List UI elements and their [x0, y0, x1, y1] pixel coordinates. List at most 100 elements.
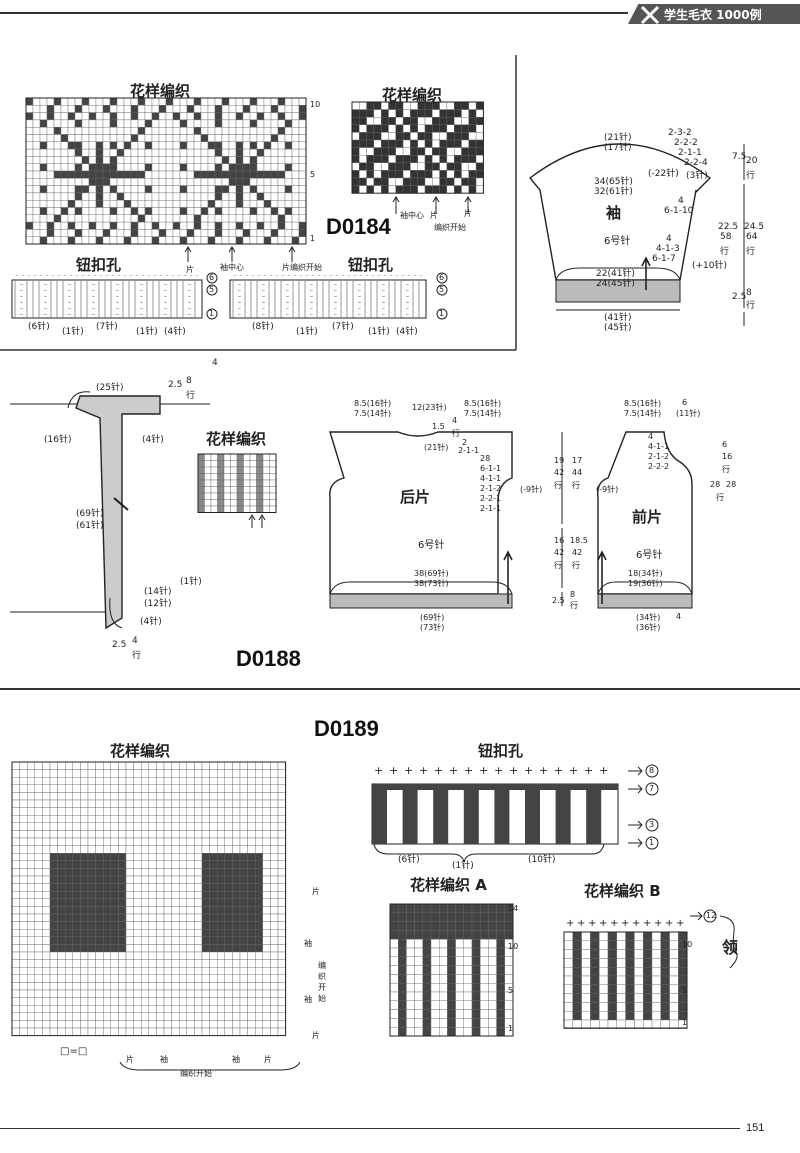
sleeve-upper-1: 32(61针): [594, 187, 633, 197]
svg-text:|: |: [104, 299, 106, 306]
svg-text:·: ·: [366, 272, 368, 280]
svg-text:|: |: [134, 287, 136, 294]
svg-text:|: |: [316, 281, 318, 288]
svg-text:|: |: [26, 311, 28, 318]
svg-text:–: –: [188, 293, 191, 300]
svg-text:+: +: [643, 918, 651, 929]
patternB-marker: [690, 909, 738, 969]
svg-text:|: |: [176, 293, 178, 300]
bh-marker-6-r: 6: [439, 273, 445, 282]
svg-text:–: –: [140, 299, 143, 306]
svg-text:·: ·: [354, 272, 356, 280]
svg-text:·: ·: [82, 272, 84, 280]
sleeve-dim-7: 64: [746, 232, 758, 242]
svg-text:–: –: [238, 293, 241, 300]
svg-text:|: |: [32, 299, 34, 306]
svg-text:–: –: [262, 311, 265, 318]
svg-text:–: –: [164, 287, 167, 294]
svg-text:–: –: [262, 293, 265, 300]
svg-text:–: –: [68, 305, 71, 312]
bh-left-count-1: (1针): [62, 327, 84, 337]
svg-text:–: –: [358, 305, 361, 312]
pattern-side-2: 编织开始: [318, 961, 326, 1003]
svg-text:|: |: [176, 311, 178, 318]
svg-text:|: |: [232, 299, 234, 306]
svg-text:|: |: [194, 293, 196, 300]
d0189-bh-bracket: [373, 843, 605, 863]
svg-text:·: ·: [402, 272, 404, 280]
front-lower-0: 18(34针): [628, 569, 663, 578]
back-dim-1: 42: [554, 468, 565, 477]
d0189-code: D0189: [314, 716, 379, 741]
svg-text:|: |: [122, 305, 124, 312]
svg-text:|: |: [280, 293, 282, 300]
pattern-bottom-1: 袖: [160, 1055, 168, 1064]
svg-text:|: |: [38, 299, 40, 306]
svg-text:+: +: [494, 764, 503, 777]
back-dim-12: 2.5: [552, 596, 565, 605]
svg-text:|: |: [400, 281, 402, 288]
svg-text:|: |: [32, 287, 34, 294]
pattern-bottom-3: 片: [264, 1055, 272, 1064]
chart2-label-pian2: 片: [464, 209, 472, 218]
svg-text:|: |: [86, 299, 88, 306]
pattern-side-0: 片: [312, 887, 320, 896]
svg-text:|: |: [56, 311, 58, 318]
svg-text:·: ·: [360, 272, 362, 280]
svg-text:–: –: [68, 287, 71, 294]
front-shoulder-1: 7.5(14针): [624, 409, 662, 418]
page-mark-4: 4: [212, 358, 218, 368]
svg-text:|: |: [146, 287, 148, 294]
svg-text:|: |: [298, 293, 300, 300]
svg-text:–: –: [310, 305, 313, 312]
svg-text:|: |: [352, 281, 354, 288]
svg-text:|: |: [370, 281, 372, 288]
front-neck-0: 4: [648, 432, 654, 441]
svg-text:|: |: [176, 299, 178, 306]
svg-text:–: –: [358, 293, 361, 300]
svg-text:|: |: [146, 293, 148, 300]
svg-text:|: |: [86, 293, 88, 300]
back-dim-3: 17: [572, 456, 583, 465]
back-neck: 12(23针): [412, 403, 447, 412]
sleeve-cap-4: (3针): [686, 171, 708, 181]
bh-left-count-3: (1针): [136, 327, 158, 337]
front-neck-2: 2-1-2: [648, 452, 670, 461]
front-minus: (-9针): [596, 485, 619, 494]
svg-text:|: |: [400, 287, 402, 294]
svg-text:|: |: [182, 305, 184, 312]
svg-text:|: |: [274, 305, 276, 312]
svg-text:|: |: [98, 287, 100, 294]
svg-text:|: |: [268, 305, 270, 312]
svg-text:|: |: [56, 299, 58, 306]
svg-text:|: |: [32, 293, 34, 300]
svg-text:|: |: [14, 299, 16, 306]
svg-text:|: |: [250, 305, 252, 312]
svg-text:|: |: [152, 311, 154, 318]
svg-text:|: |: [256, 281, 258, 288]
svg-text:|: |: [104, 305, 106, 312]
svg-text:|: |: [50, 305, 52, 312]
svg-text:|: |: [50, 299, 52, 306]
svg-text:–: –: [188, 311, 191, 318]
sleeve-cap-1: 2-2-2: [674, 138, 698, 148]
svg-text:|: |: [62, 281, 64, 288]
svg-text:|: |: [244, 311, 246, 318]
svg-text:|: |: [62, 299, 64, 306]
svg-text:·: ·: [258, 272, 260, 280]
svg-text:|: |: [158, 299, 160, 306]
patternB-row-1: 1: [682, 1018, 688, 1027]
svg-text:–: –: [310, 293, 313, 300]
svg-text:|: |: [250, 311, 252, 318]
chart1-row-1: 1: [310, 234, 316, 243]
svg-text:|: |: [412, 281, 414, 288]
d0188-pattern-grid: [197, 453, 277, 513]
back-dim-10: 42: [572, 548, 583, 557]
svg-text:|: |: [370, 293, 372, 300]
svg-text:–: –: [406, 281, 409, 288]
patternB-side: 领: [722, 938, 739, 957]
back-dim-9: 18.5: [570, 536, 588, 545]
svg-text:|: |: [394, 311, 396, 318]
svg-text:·: ·: [246, 272, 248, 280]
band-mid-1: (61针): [76, 521, 104, 531]
